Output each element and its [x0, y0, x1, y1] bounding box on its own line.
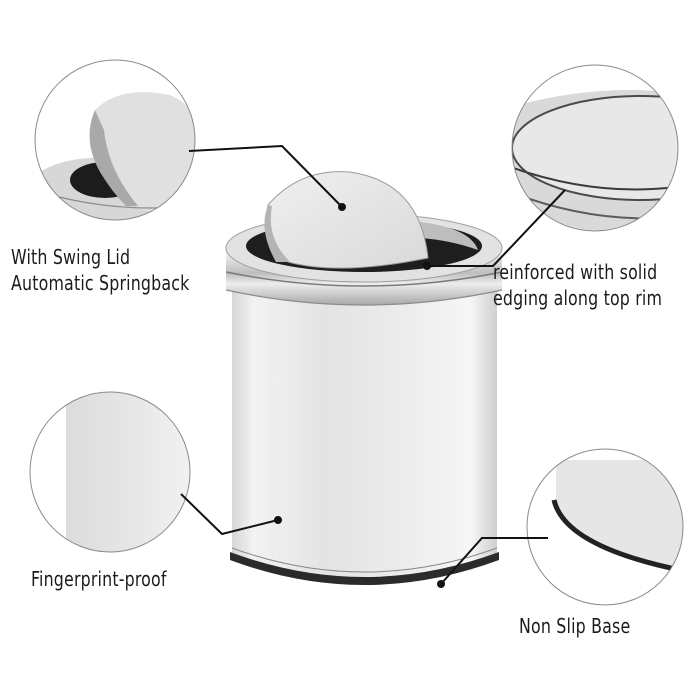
callout-top-rim: reinforced with solid edging along top r…: [493, 259, 662, 311]
leader-top-rim: [430, 189, 566, 267]
zoom-circle-top-rim: [511, 64, 679, 232]
leader-fingerprint: [180, 493, 279, 536]
callout-non-slip-base: Non Slip Base: [519, 613, 630, 639]
leader-lines: [180, 144, 566, 585]
callout-swing-lid-line1: With Swing Lid: [11, 245, 131, 269]
callout-fingerprint: Fingerprint-proof: [31, 566, 167, 592]
swing-lid: [264, 171, 429, 269]
leader-non-slip: [440, 537, 548, 585]
callout-non-slip-line1: Non Slip Base: [519, 614, 631, 638]
callout-top-rim-line2: edging along top rim: [493, 286, 663, 310]
zoom-circle-fingerprint: [29, 391, 191, 553]
callout-swing-lid: With Swing Lid Automatic Springback: [11, 244, 189, 296]
trash-bin: [225, 171, 503, 585]
callout-swing-lid-line2: Automatic Springback: [11, 271, 190, 295]
callout-top-rim-line1: reinforced with solid: [493, 260, 658, 284]
zoom-circle-swing-lid: [34, 59, 196, 221]
zoom-circle-non-slip-base: [526, 448, 684, 606]
callout-fingerprint-line1: Fingerprint-proof: [31, 567, 167, 591]
leader-swing-lid: [188, 144, 343, 208]
leader-dots: [274, 203, 445, 588]
